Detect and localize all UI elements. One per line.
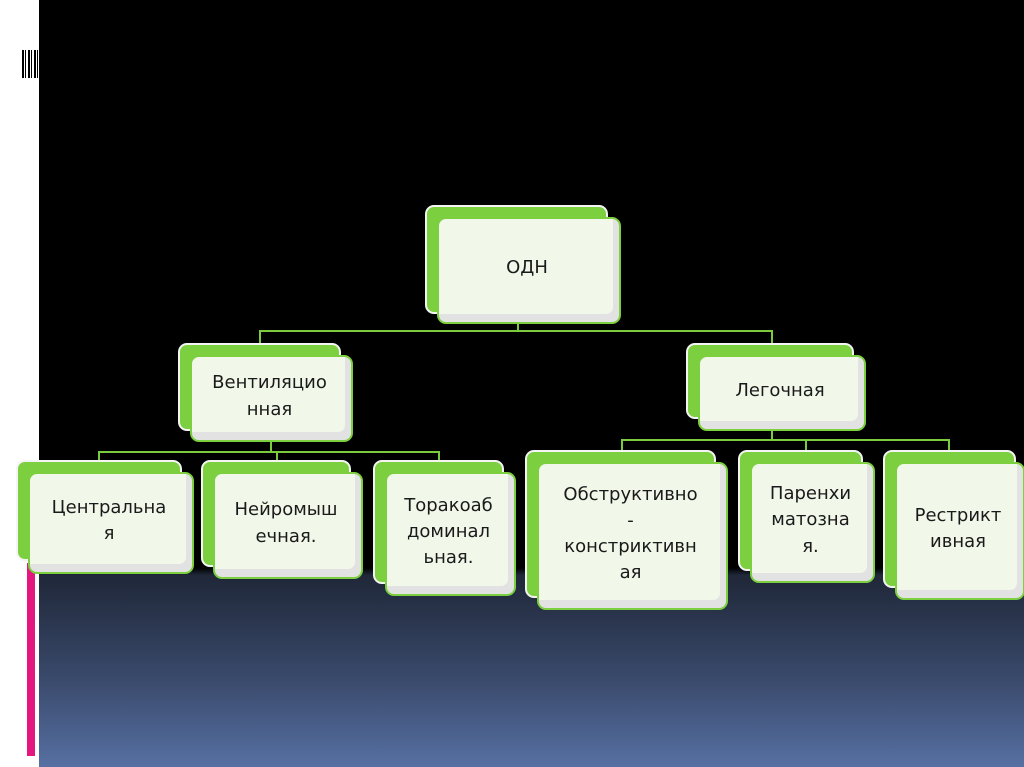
connector bbox=[517, 322, 519, 332]
node-label: Торакоаб доминал ьная. bbox=[385, 472, 516, 596]
node-label: Нейромыш ечная. bbox=[213, 472, 363, 579]
connector bbox=[948, 439, 950, 451]
connector bbox=[98, 451, 440, 453]
connector bbox=[771, 429, 773, 441]
connector bbox=[259, 330, 773, 332]
node-label: Центральна я bbox=[28, 472, 194, 574]
node-label: Рестрикт ивная bbox=[895, 462, 1024, 600]
connector bbox=[276, 451, 278, 461]
connector bbox=[270, 440, 272, 453]
connector bbox=[771, 330, 773, 344]
connector bbox=[621, 439, 950, 441]
connector bbox=[621, 439, 623, 451]
connector bbox=[98, 451, 100, 461]
connector bbox=[805, 439, 807, 451]
node-label: Легочная bbox=[698, 355, 866, 431]
node-label: Вентиляцио нная bbox=[190, 355, 353, 442]
node-label: ОДН bbox=[437, 217, 621, 324]
node-label: Паренхи матозна я. bbox=[750, 462, 875, 583]
accent-bar bbox=[27, 563, 35, 756]
node-label: Обструктивно - констриктивн ая bbox=[537, 462, 728, 610]
connector bbox=[259, 330, 261, 344]
decorative-stripes bbox=[22, 50, 39, 78]
connector bbox=[438, 451, 440, 461]
